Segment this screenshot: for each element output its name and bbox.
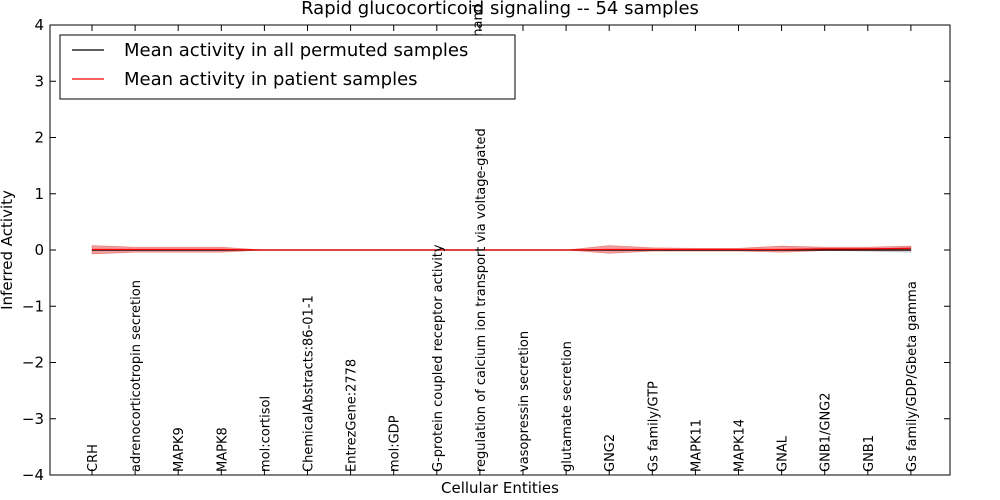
x-tick-label: Gs family/GDP/Gbeta gamma	[905, 281, 920, 472]
x-tick-label: GNB1	[862, 435, 877, 472]
x-tick-label: GNG2	[603, 434, 618, 472]
x-tick-label: MAPK14	[733, 419, 748, 472]
x-tick-label: CRH	[86, 444, 101, 472]
x-tick-label: GNAL	[776, 435, 791, 472]
y-axis: −4 −3 −2 −1 0 1 2 3 4	[22, 16, 950, 484]
y-tick-label: 1	[34, 185, 44, 203]
legend-frame	[59, 34, 516, 100]
y-tick-label: 3	[34, 72, 44, 90]
series-lines	[92, 247, 911, 251]
x-axis-label: Cellular Entities	[441, 479, 559, 497]
x-tick-label: mol:cortisol	[258, 396, 273, 472]
x-tick-label: G-protein coupled receptor activity	[431, 244, 446, 472]
x-tick-label: EntrezGene:2778	[345, 359, 360, 472]
y-axis-label: Inferred Activity	[0, 190, 16, 310]
x-tick-label: MAPK8	[215, 427, 230, 472]
x-tick-label: ChemicalAbstracts:86-01-1	[302, 295, 317, 472]
x-tick-label: MAPK9	[172, 427, 187, 472]
x-tick-label: glutamate secretion	[560, 341, 575, 472]
y-tick-label: 0	[34, 241, 44, 259]
overflow-tick-label: hand	[471, 4, 486, 37]
y-tick-label: −4	[22, 466, 44, 484]
x-tick-label: Gs family/GTP	[646, 381, 661, 472]
legend-label-1: Mean activity in patient samples	[124, 69, 418, 90]
x-tick-label: regulation of calcium ion transport via …	[474, 128, 489, 472]
x-tick-label: GNB1/GNG2	[819, 392, 834, 472]
x-tick-label: mol:GDP	[388, 415, 403, 472]
y-tick-label: −3	[22, 410, 44, 428]
y-tick-label: 2	[34, 129, 44, 147]
legend: Mean activity in all permuted samplesMea…	[59, 34, 516, 100]
series-line-1	[92, 247, 911, 251]
x-tick-label: adrenocorticotropin secretion	[129, 280, 144, 472]
x-tick-label: vasopressin secretion	[517, 331, 532, 472]
y-tick-label: −2	[22, 354, 44, 372]
x-tick-label: MAPK11	[689, 419, 704, 472]
chart-title: Rapid glucocorticoid signaling -- 54 sam…	[301, 0, 699, 19]
y-tick-label: −1	[22, 297, 44, 315]
y-tick-label: 4	[34, 16, 44, 34]
legend-label-0: Mean activity in all permuted samples	[124, 40, 468, 61]
